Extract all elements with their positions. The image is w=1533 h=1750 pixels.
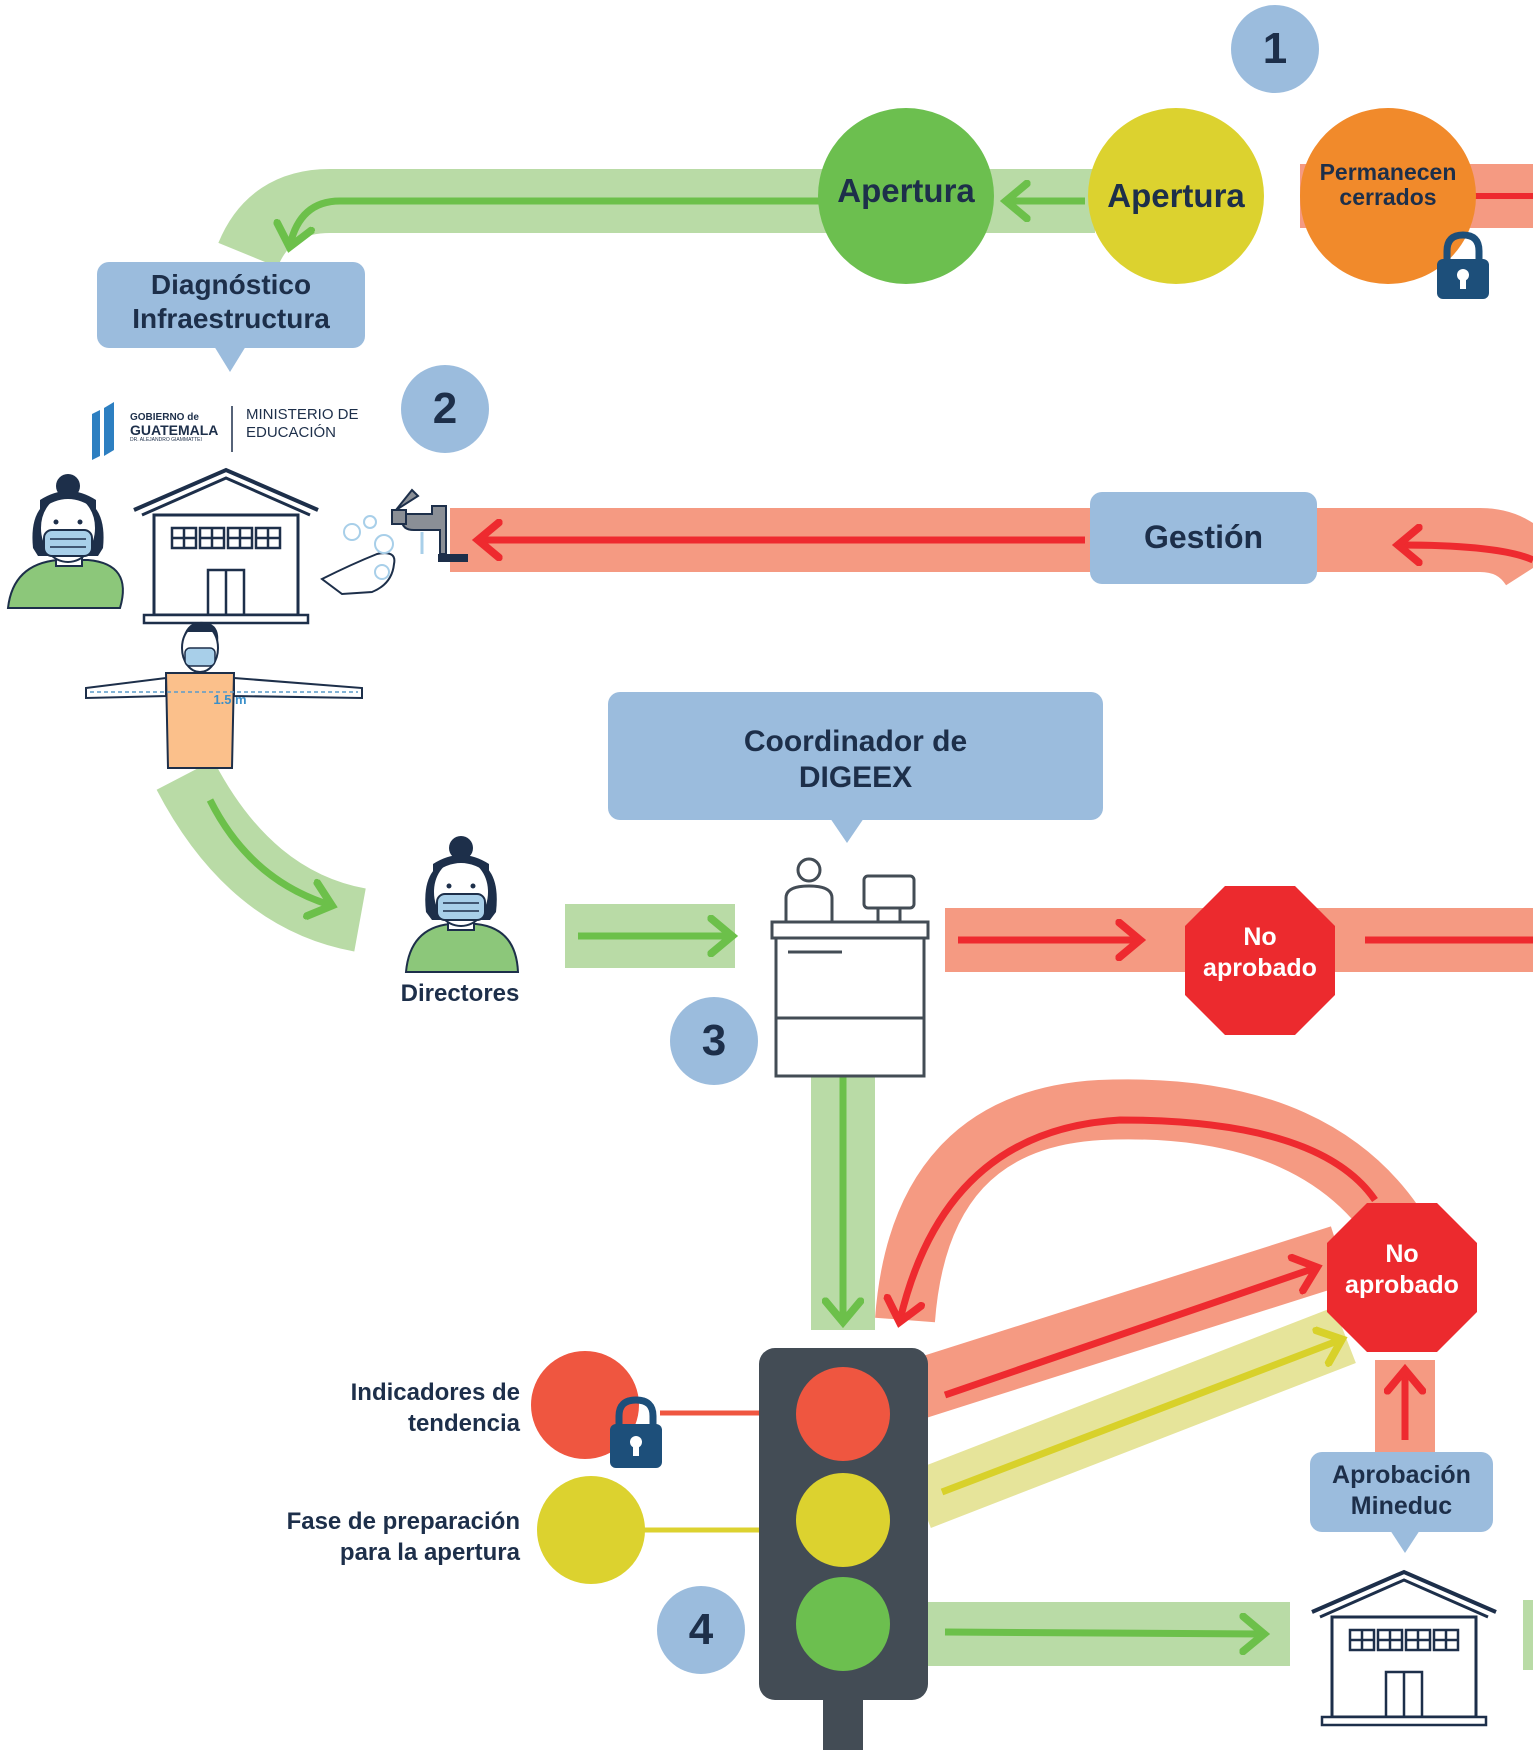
red-arrow-gestion-right bbox=[1400, 545, 1533, 560]
gov-line1: GOBIERNO de bbox=[130, 412, 199, 423]
step-3-badge: 3 bbox=[670, 997, 758, 1085]
guatemala-logo-icon bbox=[92, 402, 233, 460]
school-approved-icon bbox=[1311, 1569, 1497, 1727]
min-line2: EDUCACIÓN bbox=[246, 424, 337, 441]
no-aprobado-top-line2: aprobado bbox=[1203, 954, 1317, 983]
coordinador-line2: DIGEEX bbox=[798, 761, 913, 794]
min-line1: MINISTERIO DE bbox=[246, 406, 359, 423]
aprobacion-line2: Mineduc bbox=[1350, 1492, 1453, 1521]
aprobacion-label: Aprobación Mineduc bbox=[1310, 1460, 1493, 1523]
gestion-label: Gestión bbox=[1143, 519, 1264, 555]
apertura-yellow-text: Apertura bbox=[1107, 176, 1245, 214]
distance-label: 1.5 m bbox=[213, 692, 247, 707]
traffic-yellow-light bbox=[796, 1473, 890, 1567]
green-arrow-to-diagnostico bbox=[290, 197, 830, 245]
no-aprobado-top-line1: No bbox=[1243, 923, 1277, 951]
diagnostico-line2: Infraestructura bbox=[132, 302, 330, 334]
row4-bands bbox=[875, 1079, 1533, 1670]
green-arrow-to-school bbox=[944, 1632, 1262, 1634]
apertura-yellow-circle bbox=[1088, 108, 1264, 284]
bubble-coordinador bbox=[608, 692, 1103, 843]
yellow-arrow-to-stop bbox=[940, 1340, 1340, 1496]
director-woman-icon bbox=[404, 836, 520, 973]
bubble-aprobacion bbox=[1310, 1452, 1493, 1553]
step-2-badge: 2 bbox=[401, 365, 489, 453]
apertura-green-label: Apertura bbox=[818, 108, 994, 284]
no-aprobado-bottom-line1: No bbox=[1385, 1240, 1419, 1268]
no-aprobado-bottom-line2: aprobado bbox=[1345, 1271, 1459, 1300]
handwashing-icon bbox=[320, 488, 468, 596]
step-4-badge: 4 bbox=[657, 1586, 745, 1674]
coordinador-label: Coordinador de DIGEEX bbox=[608, 724, 1103, 796]
green-arrow-to-directores bbox=[206, 798, 330, 905]
no-aprobado-bottom: No aprobado bbox=[1327, 1239, 1477, 1302]
legend-yellow-line1: Fase de preparación bbox=[286, 1508, 520, 1535]
directores-label: Directores bbox=[400, 980, 520, 1007]
legend-red-label: Indicadores de tendencia bbox=[260, 1377, 520, 1439]
reception-desk-icon bbox=[770, 857, 930, 1078]
traffic-light bbox=[640, 1348, 928, 1750]
legend-red-line2: tendencia bbox=[407, 1410, 520, 1438]
cerrados-orange-circle bbox=[1300, 108, 1476, 284]
no-aprobado-top: No aprobado bbox=[1185, 922, 1335, 985]
diagnostico-label: Diagnóstico Infraestructura bbox=[97, 268, 365, 335]
legend-yellow-label: Fase de preparación para la apertura bbox=[200, 1506, 520, 1568]
lock-icon bbox=[610, 1396, 662, 1468]
traffic-green-light bbox=[796, 1577, 890, 1671]
apertura-yellow-label: Apertura bbox=[1088, 108, 1264, 284]
cerrados-label: Permanecen cerrados bbox=[1300, 150, 1476, 220]
yellow-legend-circle bbox=[537, 1476, 645, 1584]
gestion-band bbox=[450, 508, 1533, 587]
stop-sign-top bbox=[1185, 886, 1335, 1035]
bubble-gestion bbox=[1090, 492, 1317, 584]
lock-icon bbox=[1437, 231, 1489, 299]
legend-yellow-line2: para la apertura bbox=[339, 1539, 520, 1567]
coordinador-line1: Coordinador de bbox=[743, 725, 968, 758]
bubble-diagnostico bbox=[97, 262, 365, 372]
traffic-red-light bbox=[796, 1367, 890, 1461]
diagnostico-line1: Diagnóstico bbox=[150, 269, 312, 300]
red-arrow-loop-back bbox=[900, 1116, 1378, 1320]
gov-line2: GUATEMALA bbox=[130, 422, 219, 438]
ministerio-logo-text: MINISTERIO DE EDUCACIÓN bbox=[246, 406, 386, 442]
stop-sign-bottom bbox=[1327, 1203, 1477, 1352]
woman-mask-icon bbox=[6, 474, 124, 609]
aprobacion-line1: Aprobación bbox=[1332, 1461, 1471, 1489]
apertura-green-circle bbox=[818, 108, 994, 284]
step-1-badge: 1 bbox=[1231, 5, 1319, 93]
legend-red-line1: Indicadores de bbox=[350, 1379, 520, 1406]
red-arrow-to-stop-bottom bbox=[943, 1268, 1315, 1399]
apertura-green-text: Apertura bbox=[837, 171, 975, 209]
gobierno-logo-text: GOBIERNO de GUATEMALA DR. ALEJANDRO GIAM… bbox=[130, 412, 230, 443]
school-icon bbox=[133, 467, 319, 625]
gov-line3: DR. ALEJANDRO GIAMMATTEI bbox=[130, 437, 202, 443]
distancing-man-icon bbox=[85, 621, 363, 769]
cerrados-text: Permanecen cerrados bbox=[1319, 158, 1457, 210]
